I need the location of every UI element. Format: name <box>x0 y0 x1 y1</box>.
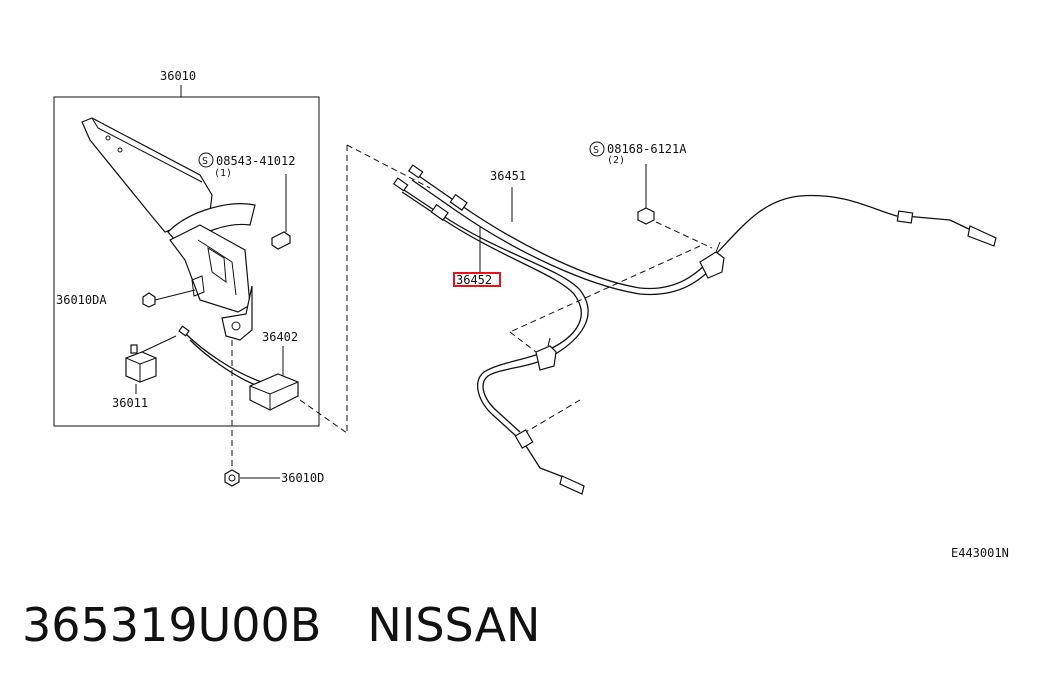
label-36011[interactable]: 36011 <box>112 396 148 410</box>
caption-part-number: 365319U00B <box>22 598 322 652</box>
lever-nut[interactable] <box>142 289 196 308</box>
front-cable[interactable] <box>178 325 299 411</box>
label-36451[interactable]: 36451 <box>490 169 526 183</box>
qty-08543-41012: (1) <box>214 168 232 179</box>
label-36010[interactable]: 36010 <box>160 69 196 83</box>
brake-switch[interactable] <box>125 335 177 394</box>
caption-brand: NISSAN <box>367 598 541 652</box>
parking-brake-lever[interactable] <box>81 117 256 341</box>
screw-marker-lever-bolt <box>198 152 214 168</box>
part-caption: 365319U00B NISSAN <box>22 598 540 652</box>
label-08543-41012[interactable]: 08543-41012 <box>216 154 295 168</box>
label-36010D[interactable]: 36010D <box>281 471 324 485</box>
cable-bolt[interactable] <box>637 164 655 225</box>
dashed-link-top <box>346 144 431 189</box>
highlight-36452 <box>453 272 501 287</box>
qty-08168-6121A: (2) <box>607 155 625 166</box>
screw-marker-text-1: S <box>202 156 208 167</box>
drawing-code: E443001N <box>951 546 1009 560</box>
bottom-nut[interactable] <box>224 469 240 487</box>
screw-marker-cable-bolt <box>589 141 605 157</box>
rear-cable-right[interactable] <box>407 164 997 296</box>
dashed-bracket-bottom <box>525 399 581 433</box>
label-36452[interactable]: 36452 <box>456 273 492 287</box>
lever-assembly-frame <box>53 96 320 427</box>
lever-bolt[interactable] <box>271 174 291 250</box>
dashed-bracket-right-b <box>509 245 701 333</box>
label-36402[interactable]: 36402 <box>262 330 298 344</box>
screw-marker-text-2: S <box>593 145 599 156</box>
rear-cable-left[interactable] <box>392 177 589 495</box>
dashed-bracket-left <box>509 331 537 353</box>
dashed-link-bottom <box>299 399 348 434</box>
dashed-bracket-right-a <box>655 221 713 249</box>
label-36010DA[interactable]: 36010DA <box>56 293 107 307</box>
label-08168-6121A[interactable]: 08168-6121A <box>607 142 687 156</box>
